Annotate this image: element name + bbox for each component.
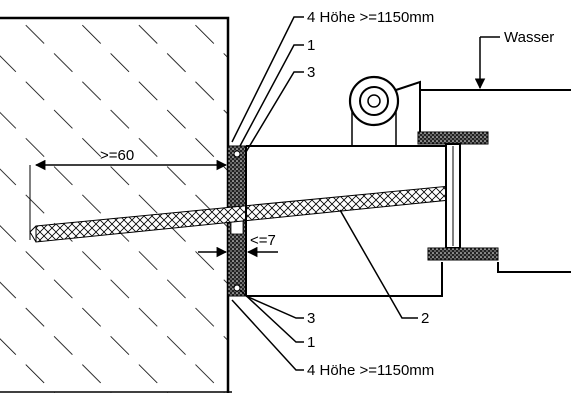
water-channel (420, 36, 571, 273)
support-bracket (245, 145, 446, 297)
height-label-top: 4 Höhe >=1150mm (307, 9, 434, 26)
leader-lines (231, 16, 418, 371)
item-2-label: 2 (421, 310, 429, 327)
steel-profile (417, 131, 499, 261)
dim-embed-depth: >=60 (34, 147, 228, 171)
embed-depth-label: >=60 (100, 147, 134, 164)
water-label: Wasser (504, 29, 554, 46)
gap-label: <=7 (250, 232, 276, 249)
concrete-wall (0, 16, 232, 393)
height-label-bottom: 4 Höhe >=1150mm (307, 362, 434, 379)
item-3-label-top: 3 (307, 64, 315, 81)
pipe-roller (348, 75, 421, 146)
item-1-label-bottom: 1 (307, 334, 315, 351)
item-1-label-top: 1 (307, 37, 315, 54)
item-3-label-bottom: 3 (307, 310, 315, 327)
dim-gap: <=7 (198, 232, 278, 258)
